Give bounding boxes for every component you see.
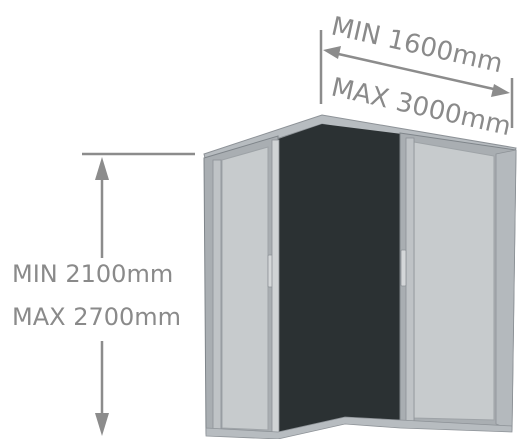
height-min-label: MIN 2100mm <box>12 260 173 288</box>
left-panel-glass <box>221 146 269 431</box>
enclosure-interior <box>275 124 402 437</box>
left-panel-stile <box>212 159 222 433</box>
height-dimension: MIN 2100mm MAX 2700mm <box>12 152 195 436</box>
right-door-handle <box>400 249 407 287</box>
height-max-label: MAX 2700mm <box>12 303 181 331</box>
right-panel-stile <box>405 137 415 423</box>
width-arrow-left <box>323 46 341 59</box>
right-panel-glass <box>413 141 495 421</box>
height-arrow-bottom <box>95 413 109 436</box>
height-arrow-top <box>95 157 109 180</box>
left-panel-edge <box>271 139 280 437</box>
width-arrow-right <box>491 84 510 97</box>
shower-enclosure <box>203 114 517 439</box>
width-dimension-line <box>333 51 499 92</box>
enclosure-bottom-frame <box>205 416 513 439</box>
right-panel-far-frame <box>495 149 517 431</box>
width-min-label: MIN 1600mm <box>328 12 505 80</box>
